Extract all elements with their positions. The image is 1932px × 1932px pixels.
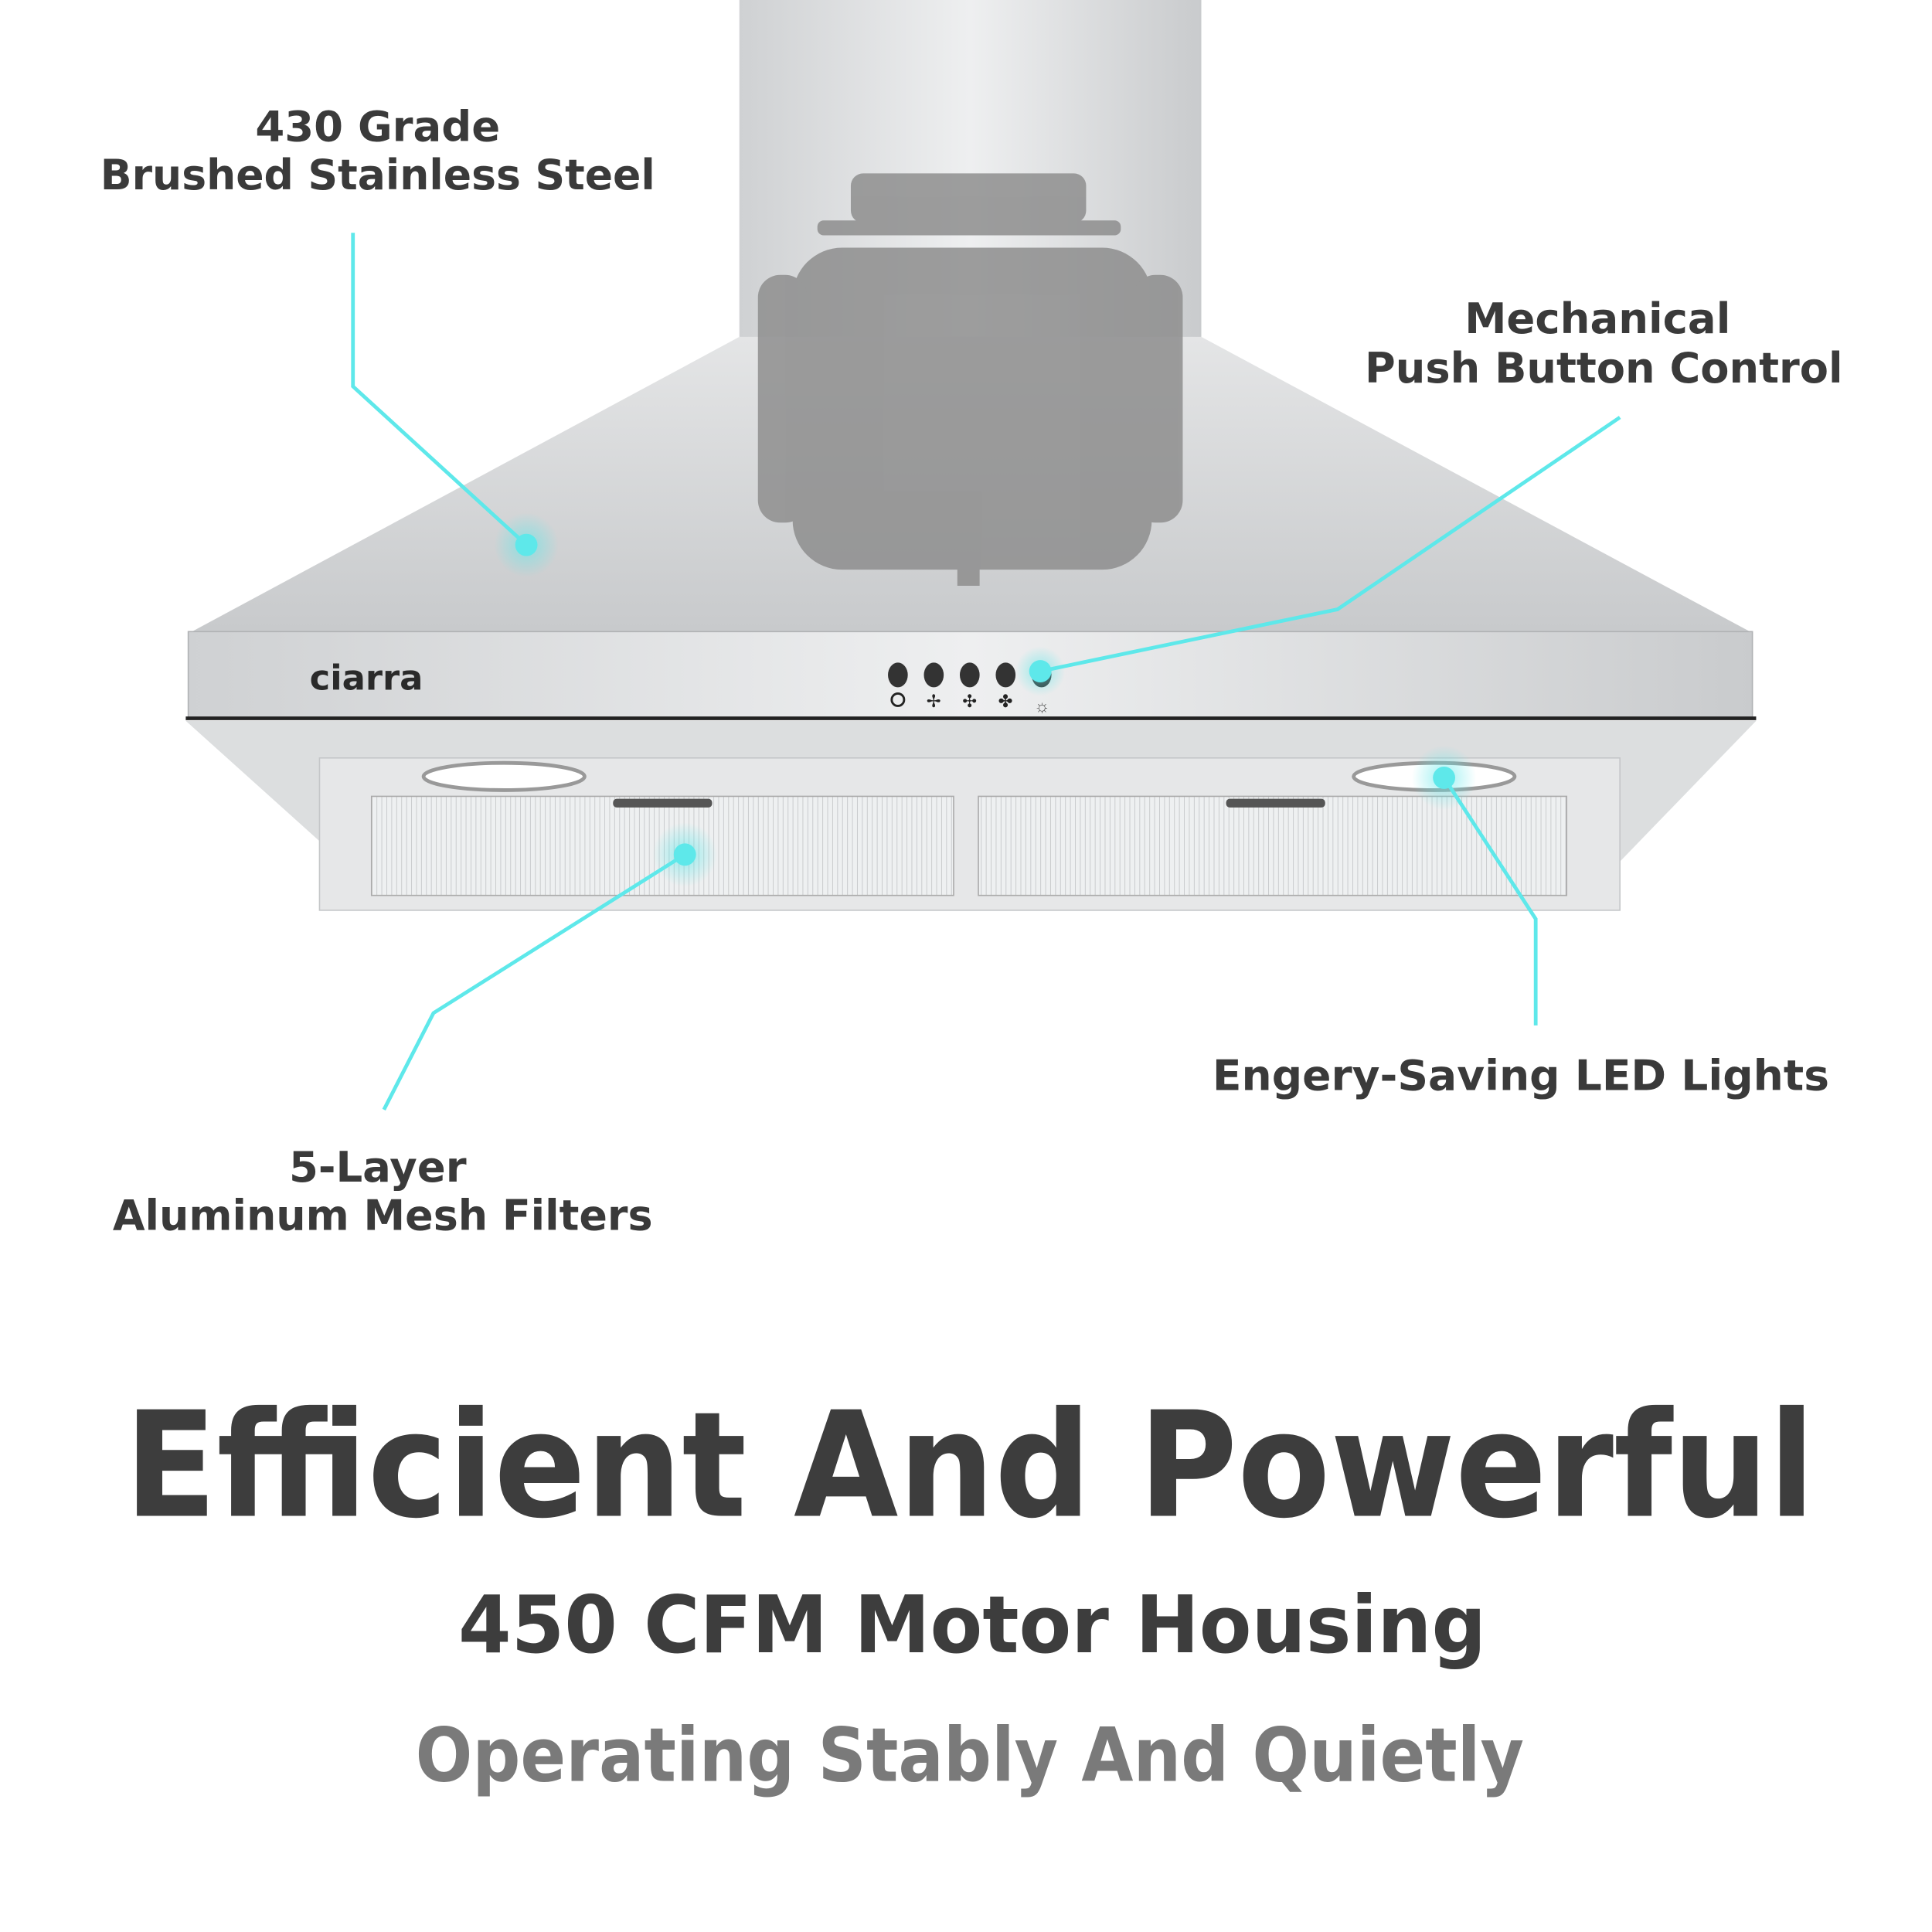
tagline: Operating Stably And Quietly [416,1712,1524,1798]
fan-low-icon: ✢ [927,692,941,711]
light-icon: ☼ [1034,696,1050,716]
power-button[interactable] [888,662,908,707]
control-label-line2: Push Button Control [1365,343,1843,393]
fan-medium-button[interactable]: ✣ [959,662,980,711]
steel-label-line1: 430 Grade [255,102,500,151]
headline: Efficient And Powerful [124,1380,1815,1551]
fan-high-icon: ✤ [998,692,1013,711]
motor-housing [757,173,1183,587]
led-label: Engery-Saving LED Lights [1213,1050,1829,1100]
fan-low-button[interactable]: ✢ [923,662,944,711]
fan-high-button[interactable]: ✤ [995,662,1016,711]
control-label-line1: Mechanical [1464,294,1730,343]
filters-label-line1: 5-Layer [289,1142,467,1192]
led-light-left [421,760,587,792]
range-hood: ciarra ✢ ✣ ✤ [185,0,1757,911]
fan-medium-icon: ✣ [962,692,977,711]
steel-label-line2: Brushed Stainless Steel [100,150,655,199]
filters-label-line2: Aluminum Mesh Filters [113,1190,653,1240]
callout-dots [494,512,1477,887]
callout-lines [351,233,1621,1111]
brand-logo: ciarra [310,658,423,699]
subheadline: 450 CFM Motor Housing [458,1580,1486,1672]
power-icon [890,692,906,707]
mesh-filter-right [978,795,1568,896]
